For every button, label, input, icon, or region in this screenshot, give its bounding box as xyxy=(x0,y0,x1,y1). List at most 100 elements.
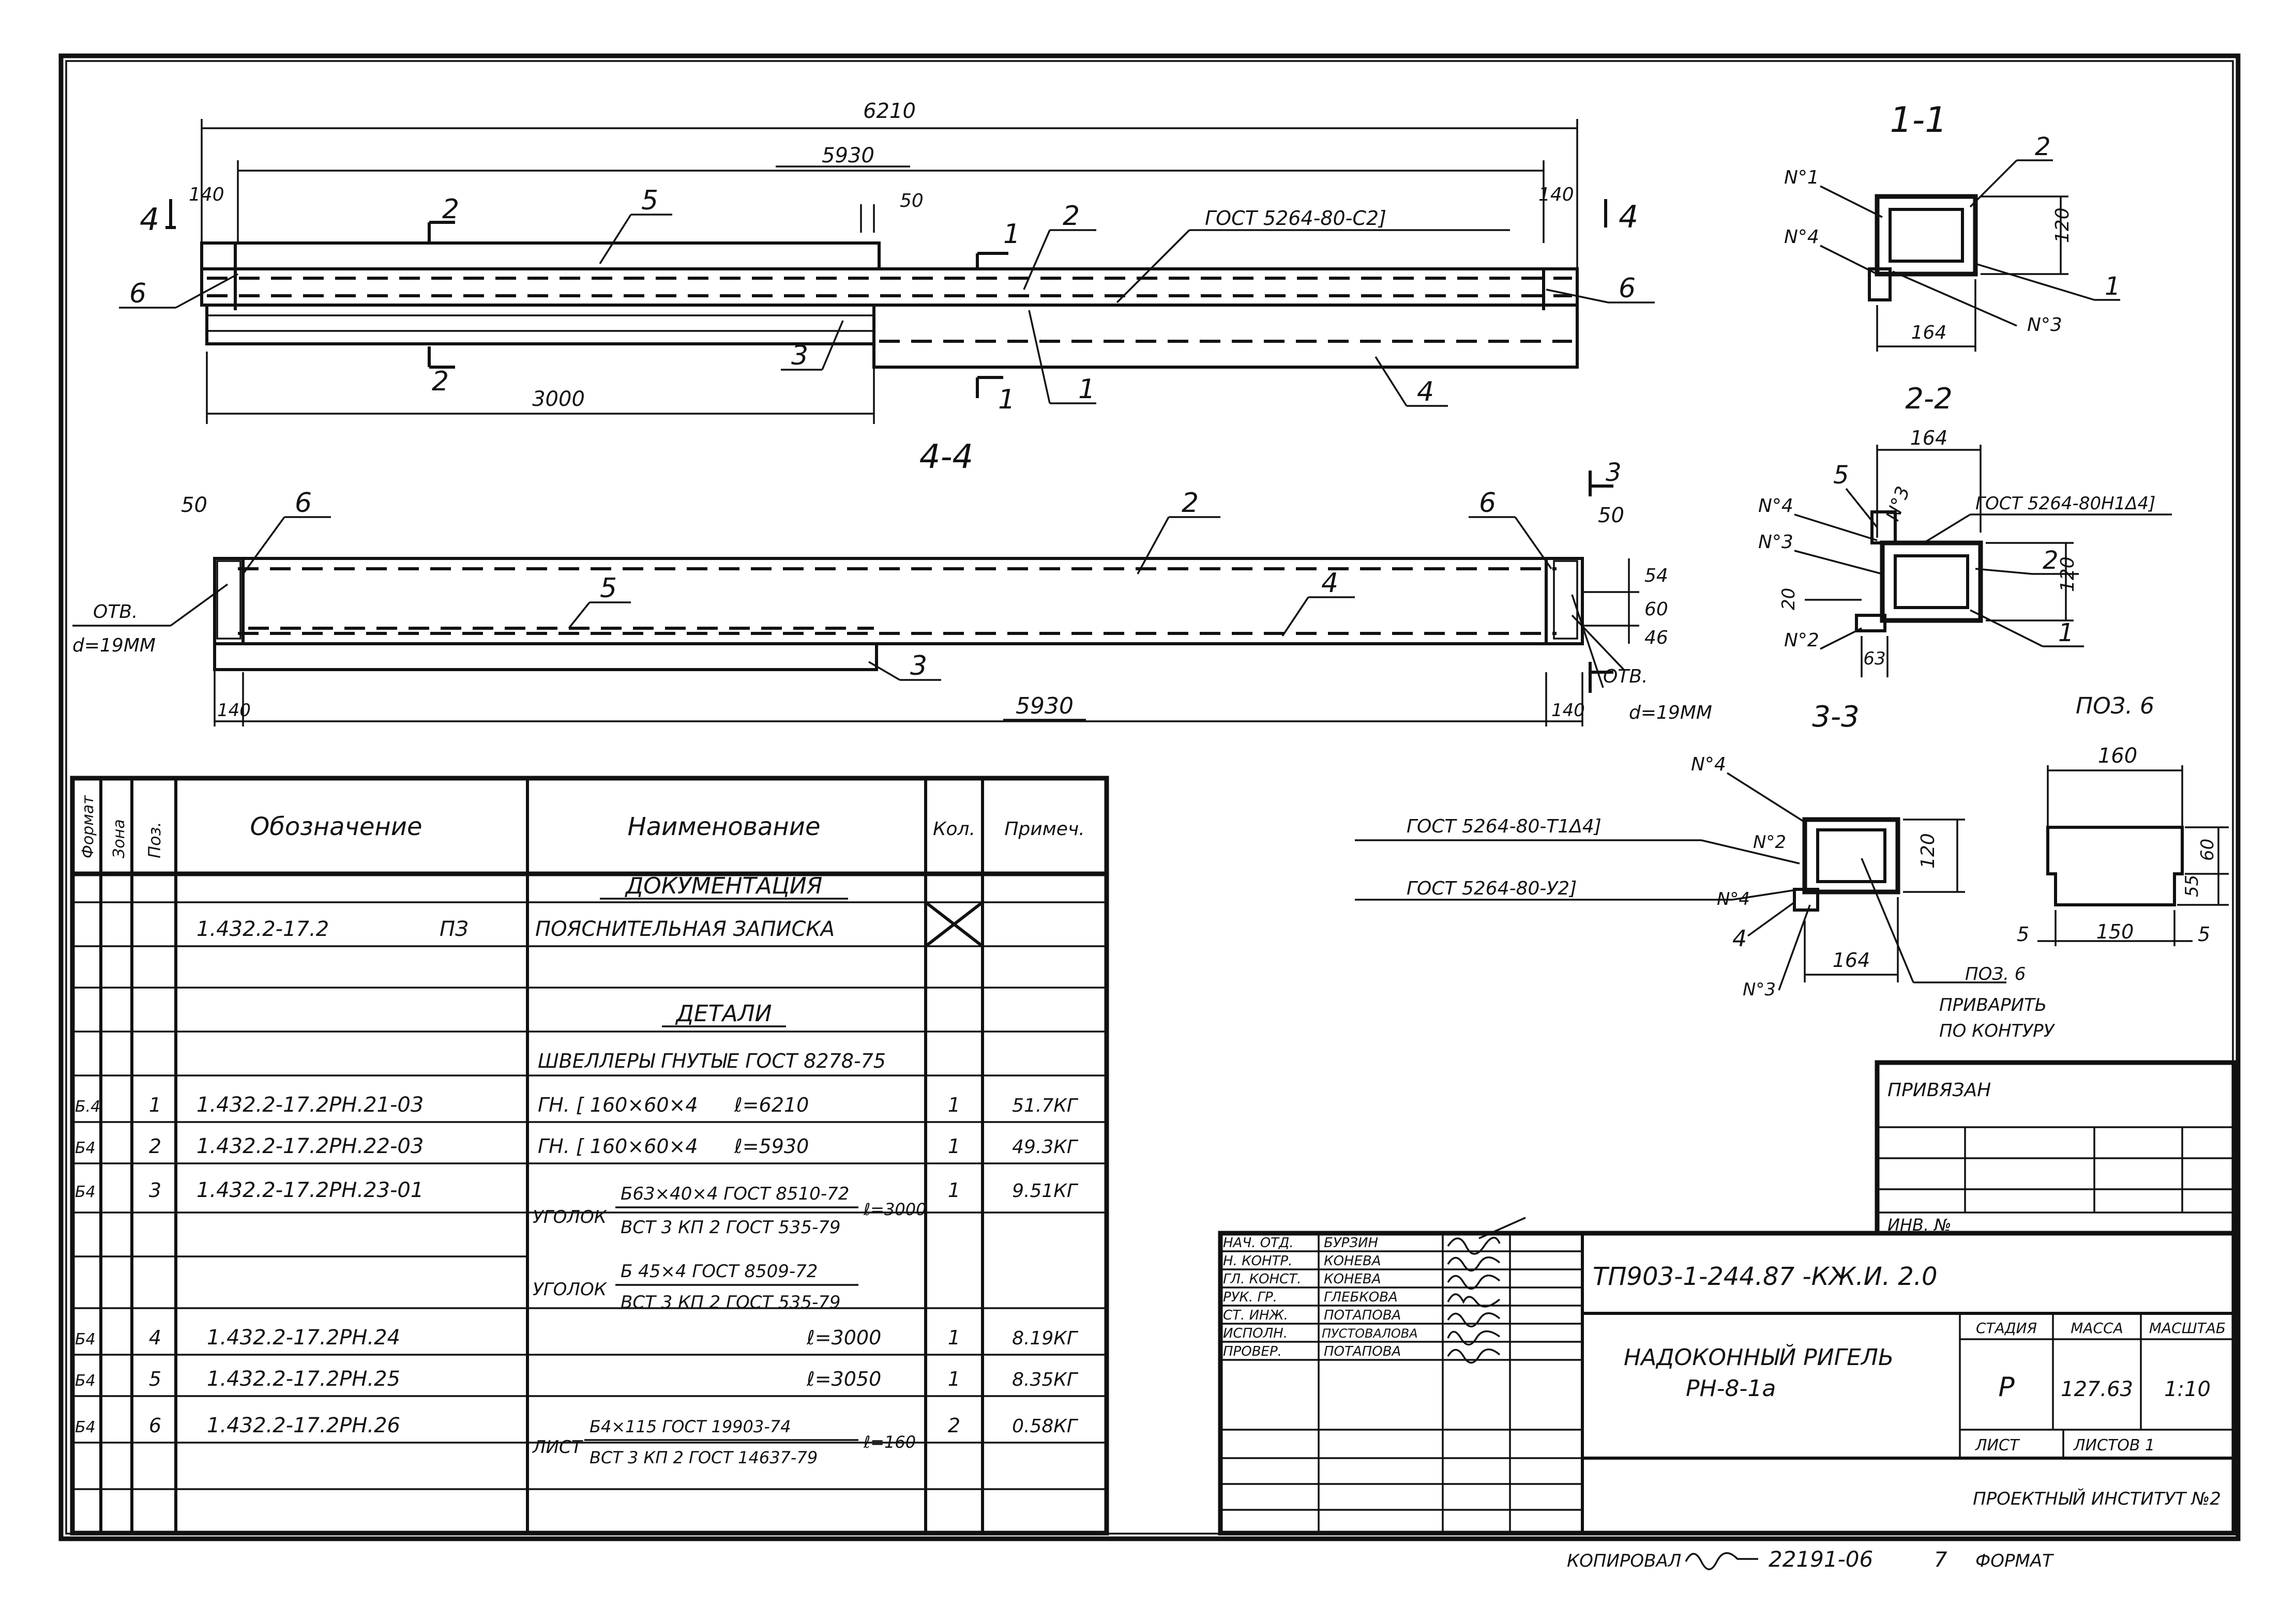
callout-4: 4 xyxy=(1417,376,1434,407)
name-5: ПОТАПОВА xyxy=(1324,1308,1401,1323)
sec33-weld1: ПРИВАРИТЬ xyxy=(1939,995,2047,1016)
row3-note: 9.51КГ xyxy=(1012,1180,1079,1202)
sec33-n4b: N°4 xyxy=(1717,889,1750,910)
role-4: РУК. ГР. xyxy=(1223,1290,1277,1305)
angle1-top: Б63×40×4 ГОСТ 8510-72 xyxy=(621,1184,849,1204)
row6-designation: 1.432.2-17.2РН.26 xyxy=(207,1414,400,1437)
pos6-title: ПОЗ. 6 xyxy=(2076,693,2154,719)
sheet-item-length: ℓ=160 xyxy=(863,1432,916,1452)
callout-3: 3 xyxy=(791,340,808,371)
pos6-dim-5a: 5 xyxy=(2017,923,2029,946)
section-1-1-title: 1-1 xyxy=(1890,100,1947,141)
row1-qty: 1 xyxy=(948,1094,960,1116)
callout-2: 2 xyxy=(1063,201,1080,232)
row6-note: 0.58КГ xyxy=(1012,1416,1079,1437)
dim-5930-44: 5930 xyxy=(1016,693,1074,719)
section-3-3-title: 3-3 xyxy=(1812,700,1859,734)
sec33-gost2: ГОСТ 5264-80-У2] xyxy=(1407,878,1577,899)
hdr-name: Наименование xyxy=(627,812,820,841)
sec11-n1: N°1 xyxy=(1784,167,1819,188)
dim-140-left: 140 xyxy=(189,184,224,205)
dim-50-left-44: 50 xyxy=(181,493,207,517)
section-2-2: 2-2 164 5 N°4 N°3 N°3 N°2 ГОСТ 5264-80Н1… xyxy=(1758,382,2172,734)
dim-6210: 6210 xyxy=(863,99,916,123)
dim-3000: 3000 xyxy=(532,387,585,411)
sec33-n3: N°3 xyxy=(1743,979,1776,1000)
sec33-dim-120: 120 xyxy=(1917,833,1939,869)
sec22-callout-5: 5 xyxy=(1833,461,1849,490)
callout-2-44: 2 xyxy=(1182,488,1199,519)
specification-table: Формат Зона Поз. Обозначение Наименовани… xyxy=(70,776,1109,1536)
row2-format: Б4 xyxy=(75,1139,96,1157)
tb-sheet: ЛИСТ xyxy=(1975,1436,2020,1455)
sec33-gost1: ГОСТ 5264-80-Т1Δ4] xyxy=(1407,816,1602,837)
inner-frame xyxy=(65,60,2234,1535)
pos6-dim-55: 55 xyxy=(2182,875,2202,897)
angle1-bottom: ВСТ 3 КП 2 ГОСТ 535-79 xyxy=(621,1217,840,1238)
row4-format: Б4 xyxy=(75,1330,96,1349)
row1-format: Б.4 xyxy=(75,1098,100,1116)
row2-length: ℓ=5930 xyxy=(734,1135,809,1158)
row1-name: ГН. [ 160×60×4 xyxy=(538,1094,698,1116)
pos6-dim-60: 60 xyxy=(2197,839,2218,861)
tb-code: ТП903-1-244.87 -КЖ.И. 2.0 xyxy=(1593,1262,1938,1291)
section-3-3-detail: ГОСТ 5264-80-Т1Δ4] ГОСТ 5264-80-У2] N°4 … xyxy=(1355,754,2056,1041)
section-mark-3-top: 3 xyxy=(1606,458,1622,487)
hole-right-label: ОТВ. xyxy=(1603,666,1648,687)
hole-right-d: d=19ММ xyxy=(1629,702,1712,723)
pos-6-detail: ПОЗ. 6 160 60 55 5 150 5 xyxy=(2017,693,2229,946)
callout-5-44: 5 xyxy=(600,573,617,604)
role-7: ПРОВЕР. xyxy=(1223,1344,1282,1359)
row2-pos: 2 xyxy=(149,1135,161,1158)
sec33-weld2: ПО КОНТУРУ xyxy=(1939,1021,2056,1041)
dim-140-left-44: 140 xyxy=(217,700,251,721)
hdr-zone: Зона xyxy=(110,819,128,858)
footer: КОПИРОВАЛ 22191-06 7 ФОРМАТ xyxy=(1567,1547,2054,1572)
row4-length: ℓ=3000 xyxy=(806,1326,881,1349)
dim-140-right-44: 140 xyxy=(1551,700,1585,721)
footer-format: ФОРМАТ xyxy=(1975,1551,2054,1571)
footer-num7: 7 xyxy=(1934,1548,1947,1572)
section-mark-1-bottom: 1 xyxy=(998,384,1015,415)
sec22-dim-63: 63 xyxy=(1863,648,1885,669)
name-6: ПУСТОВАЛОВА xyxy=(1322,1326,1418,1341)
sec33-n4a: N°4 xyxy=(1691,754,1726,775)
sec22-dim-20: 20 xyxy=(1778,588,1799,610)
pos6-dim-150: 150 xyxy=(2096,920,2134,943)
dim-54: 54 xyxy=(1644,565,1668,586)
binding-title: ПРИВЯЗАН xyxy=(1887,1080,1991,1101)
footer-copied: КОПИРОВАЛ xyxy=(1567,1551,1681,1571)
callout-5: 5 xyxy=(641,185,658,216)
dim-46: 46 xyxy=(1644,627,1668,648)
row3-designation: 1.432.2-17.2РН.23-01 xyxy=(197,1178,424,1202)
row5-pos: 5 xyxy=(149,1368,161,1390)
dim-60: 60 xyxy=(1644,599,1668,620)
name-3: КОНЕВА xyxy=(1324,1271,1381,1287)
hole-left-label: ОТВ. xyxy=(93,601,138,623)
tb-stage-h: СТАДИЯ xyxy=(1976,1320,2037,1337)
name-4: ГЛЕБКОВА xyxy=(1324,1290,1398,1305)
tb-title2: РН-8-1а xyxy=(1686,1375,1776,1402)
angle2-top: Б 45×4 ГОСТ 8509-72 xyxy=(621,1261,818,1282)
section-mark-4-right: 4 xyxy=(1619,199,1638,235)
role-5: СТ. ИНЖ. xyxy=(1223,1308,1288,1323)
callout-6-44-left: 6 xyxy=(295,488,312,519)
dim-50-right-44: 50 xyxy=(1598,504,1624,527)
tb-mass-h: МАССА xyxy=(2071,1320,2123,1337)
sec22-n4: N°4 xyxy=(1758,495,1793,517)
sec22-callout-2: 2 xyxy=(2043,546,2059,575)
sec22-gost: ГОСТ 5264-80Н1Δ4] xyxy=(1975,493,2155,514)
angle1-length: ℓ=3000 xyxy=(863,1200,926,1219)
sec22-n3a: N°3 xyxy=(1882,483,1914,524)
role-6: ИСПОЛН. xyxy=(1223,1326,1288,1341)
sheet-item-label: ЛИСТ xyxy=(532,1437,583,1458)
name-1: БУРЗИН xyxy=(1324,1235,1378,1251)
row6-pos: 6 xyxy=(149,1414,161,1437)
hdr-qty: Кол. xyxy=(933,819,975,840)
sec33-n2: N°2 xyxy=(1753,832,1786,853)
row4-pos: 4 xyxy=(149,1326,161,1349)
sec11-callout-2: 2 xyxy=(2035,132,2051,161)
role-1: НАЧ. ОТД. xyxy=(1223,1235,1294,1251)
tb-title1: НАДОКОННЫЙ РИГЕЛЬ xyxy=(1624,1343,1894,1371)
sec22-callout-1: 1 xyxy=(2058,618,2074,647)
